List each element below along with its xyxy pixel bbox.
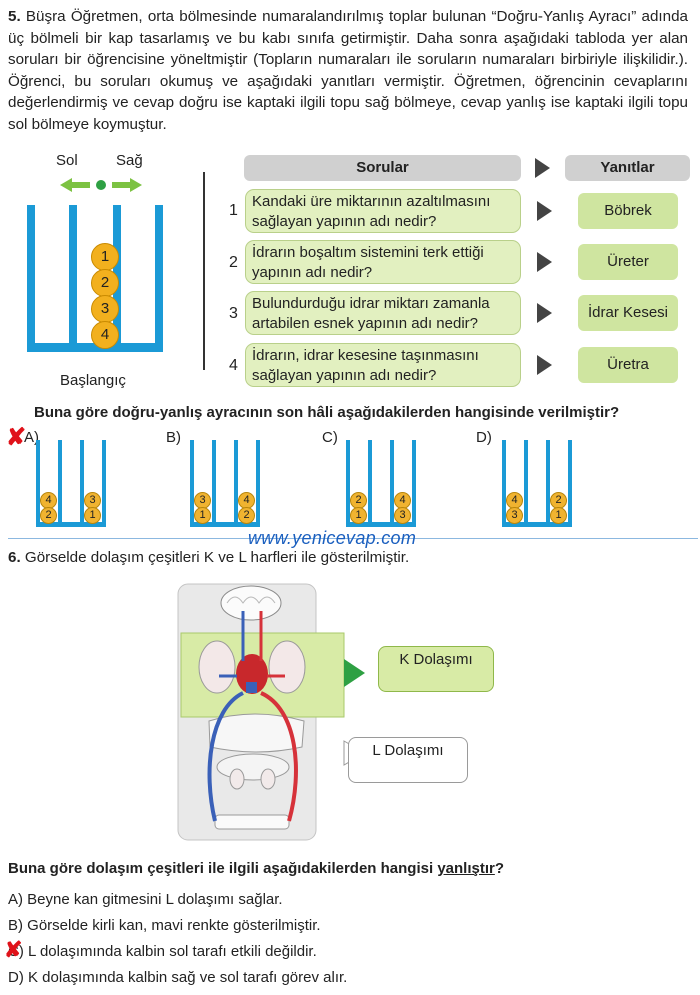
row-1-answer: Böbrek <box>578 193 678 229</box>
row-4-arrow-icon <box>537 355 552 375</box>
left-label: Sol <box>56 152 78 169</box>
ball-4: 4 <box>91 321 119 349</box>
circulation-diagram <box>177 583 367 841</box>
option-c-right-top: 4 <box>394 492 411 509</box>
row-3-num: 3 <box>229 305 238 322</box>
q6-choice-c-mark-icon: ✘ <box>4 937 23 962</box>
option-d-left-top: 4 <box>506 492 523 509</box>
ball-3: 3 <box>91 295 119 323</box>
q5-number: 5. <box>8 8 21 25</box>
option-b-left-bottom: 1 <box>194 507 211 524</box>
q6-choice-b-text: Görselde kirli kan, mavi renkte gösteril… <box>27 917 321 934</box>
row-4-num: 4 <box>229 357 238 374</box>
option-a-right-bottom: 1 <box>84 507 101 524</box>
q6-choice-d-label: D) <box>8 969 24 986</box>
q6-choice-a-text: Beyne kan gitmesini L dolaşımı sağlar. <box>27 891 283 908</box>
row-1-arrow-icon <box>537 201 552 221</box>
row-2-answer: Üreter <box>578 244 678 280</box>
ball-1: 1 <box>91 243 119 271</box>
row-1-question: Kandaki üre miktarının azaltılmasını sağ… <box>245 189 521 233</box>
watermark: www.yenicevap.com <box>248 528 417 548</box>
row-3-answer: İdrar Kesesi <box>578 295 678 331</box>
start-caption: Başlangıç <box>60 372 126 389</box>
q6-prompt: Buna göre dolaşım çeşitleri ile ilgili a… <box>8 860 504 877</box>
option-c-right-bottom: 3 <box>394 507 411 524</box>
q5-text: Büşra Öğretmen, orta bölmesinde numarala… <box>8 8 688 133</box>
q6-choice-b-label: B) <box>8 917 23 934</box>
option-a-label: A) <box>24 429 39 446</box>
row-4-answer: Üretra <box>578 347 678 383</box>
direction-arrows-icon <box>60 178 142 192</box>
option-d-label: D) <box>476 429 492 446</box>
answers-header: Yanıtlar <box>565 155 690 181</box>
q6-choice-c-text: L dolaşımında kalbin sol tarafı etkili d… <box>28 943 317 960</box>
option-c-label: C) <box>322 429 338 446</box>
q6-choice-a: A) Beyne kan gitmesini L dolaşımı sağlar… <box>8 891 283 908</box>
row-2-num: 2 <box>229 254 238 271</box>
option-a-mark-icon: ✘ <box>6 424 27 451</box>
row-4-question: İdrarın, idrar kesesine taşınmasını sağl… <box>245 343 521 387</box>
q6-choice-d-text: K dolaşımında kalbin sağ ve sol tarafı g… <box>28 969 348 986</box>
row-3-question: Bulundurduğu idrar miktarı zamanla artab… <box>245 291 521 335</box>
q6-choice-d: D) K dolaşımında kalbin sağ ve sol taraf… <box>8 969 347 986</box>
divider <box>203 172 205 370</box>
option-d-right-bottom: 1 <box>550 507 567 524</box>
option-b-right-top: 4 <box>238 492 255 509</box>
row-1-num: 1 <box>229 202 238 219</box>
q6-choice-a-label: A) <box>8 891 23 908</box>
right-label: Sağ <box>116 152 143 169</box>
row-3-arrow-icon <box>537 303 552 323</box>
q5-prompt: Buna göre doğru-yanlış ayracının son hâl… <box>34 404 620 421</box>
option-c-left-bottom: 1 <box>350 507 367 524</box>
option-d-container <box>502 440 572 527</box>
header-arrow-icon <box>535 158 550 178</box>
ball-2: 2 <box>91 269 119 297</box>
option-a-container <box>36 440 106 527</box>
option-b-label: B) <box>166 429 181 446</box>
option-c-left-top: 2 <box>350 492 367 509</box>
q6-text: Görselde dolaşım çeşitleri K ve L harfle… <box>24 549 410 566</box>
q6-number: 6. <box>8 549 21 566</box>
q5-text-block: 5. Büşra Öğretmen, orta bölmesinde numar… <box>8 6 688 135</box>
k-circulation-label: K Dolaşımı <box>378 646 494 692</box>
q6-choice-c: C) ✘ L dolaşımında kalbin sol tarafı etk… <box>4 937 317 962</box>
q6-prompt-text: Buna göre dolaşım çeşitleri ile ilgili a… <box>8 860 438 877</box>
row-2-arrow-icon <box>537 252 552 272</box>
q6-prompt-mark: ? <box>494 860 505 877</box>
option-c-container <box>346 440 416 527</box>
q6-prompt-emphasis: yanlıştır <box>437 860 495 877</box>
q6-text-block: 6. Görselde dolaşım çeşitleri K ve L har… <box>8 549 409 566</box>
option-b-right-bottom: 2 <box>238 507 255 524</box>
questions-header: Sorular <box>244 155 521 181</box>
option-d-left-bottom: 3 <box>506 507 523 524</box>
q6-choice-c-label-wrap: C) ✘ <box>4 937 28 962</box>
q6-choice-c-label: C) <box>8 943 24 960</box>
option-a-left-bottom: 2 <box>40 507 57 524</box>
q6-choice-b: B) Görselde kirli kan, mavi renkte göste… <box>8 917 321 934</box>
l-circulation-label: L Dolaşımı <box>348 737 468 783</box>
watermark-line <box>8 538 698 539</box>
row-2-question: İdrarın boşaltım sistemini terk ettiği y… <box>245 240 521 284</box>
option-b-container <box>190 440 260 527</box>
